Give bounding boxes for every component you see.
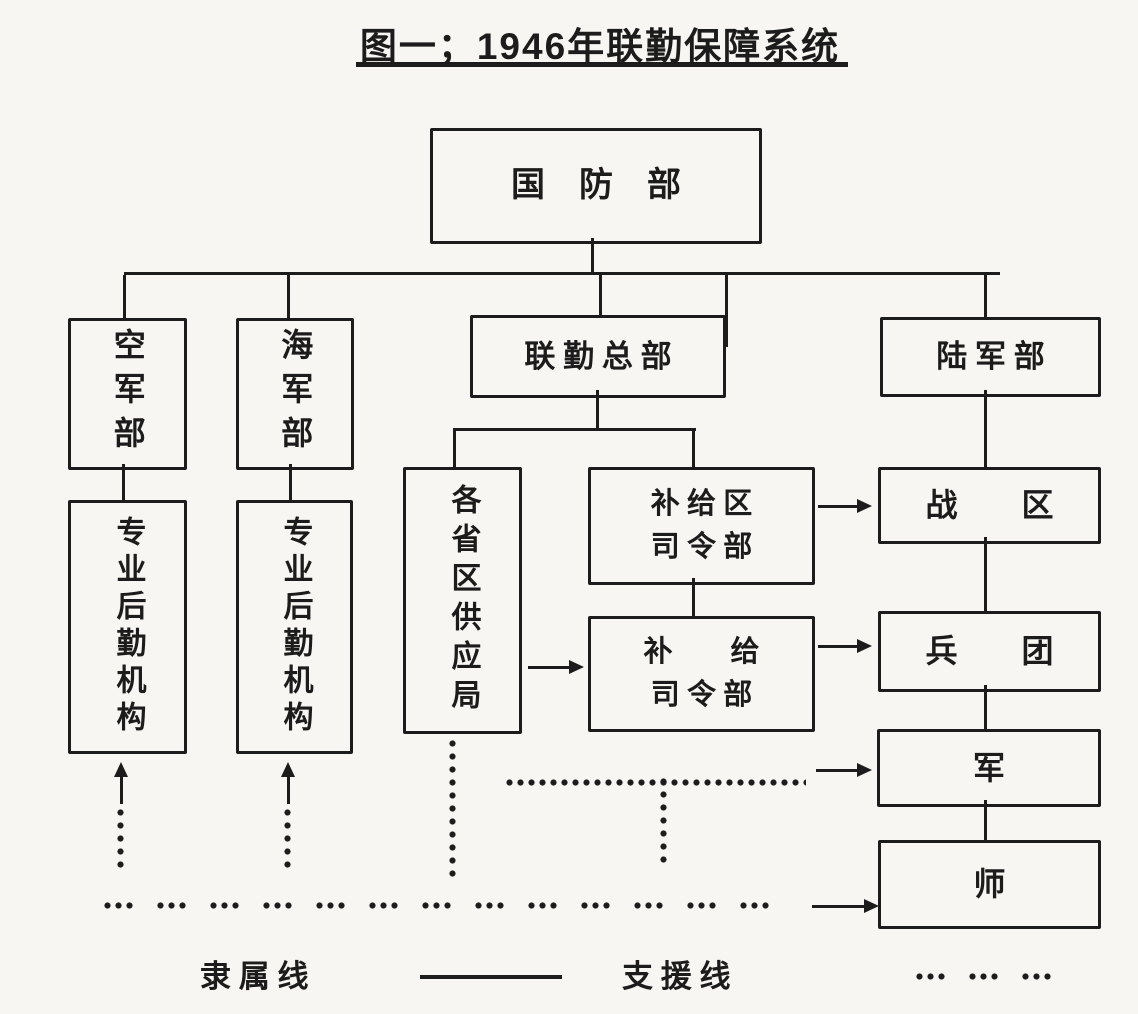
box-corps: 军 [877,729,1101,807]
support-line-to-corps [504,779,806,786]
box-label: 专业后勤机构 [278,516,312,738]
box-label: 陆 军 部 [936,339,1045,375]
dot-group [632,902,664,909]
connector-armygroup-corps [984,685,987,730]
support-dots-airforce [117,806,124,872]
box-label: 军 [972,749,1005,786]
dot-group [967,973,999,980]
connector-theater-armygroup [984,537,987,612]
dot-group [914,973,946,980]
connector-drop-army [984,275,987,320]
title-underline [356,62,848,67]
support-dots-navy [284,806,291,872]
box-army-dept: 陆 军 部 [880,317,1101,397]
box-supply-region-command: 补 给 区 司 令 部 [588,467,815,585]
box-label: 联 勤 总 部 [524,338,672,374]
box-label-line2: 司 令 部 [650,531,753,563]
connector-drop-jointlogistics-right [725,275,728,347]
box-supply-command: 补 给 司 令 部 [588,616,815,732]
arrow-support-up-airforce [114,762,128,804]
connector-airforce-logistics [122,464,125,502]
connector-defense-down [591,238,594,274]
box-air-force-logistics-org: 专业后勤机构 [68,500,187,754]
box-joint-logistics-hq: 联 勤 总 部 [470,315,726,398]
dot-group [1020,973,1052,980]
connector-navy-logistics [289,464,292,502]
dot-group [473,902,505,909]
arrow-provincial-to-supply [528,660,584,674]
box-navy-dept: 海军部 [236,318,354,470]
connector-drop-jointlogistics [599,275,602,317]
dot-group [685,902,717,909]
support-dots-provincial-down [449,737,456,877]
dot-group [367,902,399,909]
box-label: 各省区供应局 [446,483,480,718]
arrow-supply-region-to-theater [818,499,872,513]
dot-group [102,902,134,909]
support-dots-branch-down [660,775,667,869]
box-army-group: 兵 团 [878,611,1101,692]
box-defense-ministry: 国 防 部 [430,128,762,244]
dot-group [526,902,558,909]
support-line-bottom [102,902,770,909]
legend-solid-line-sample [420,975,562,979]
connector-corps-division [984,800,987,841]
chart-title: 图一；1946年联勤保障系统 [359,26,841,67]
connector-drop-navy [287,275,290,320]
connector-drop-provincial [453,430,456,468]
dot-group [738,902,770,909]
box-label-line2: 司 令 部 [650,679,753,711]
box-label: 国 防 部 [511,166,681,204]
legend-support-label: 支 援 线 [622,959,731,994]
arrow-support-to-division [812,899,879,913]
legend-subordination-label: 隶 属 线 [200,959,309,994]
connector-supply-region-down [692,578,695,618]
connector-army-theater [984,390,987,468]
connector-drop-supply-region [692,430,695,468]
box-air-force-dept: 空军部 [68,318,187,470]
connector-level2-bus [124,272,1000,275]
dot-group [314,902,346,909]
arrow-supply-to-armygroup [818,639,872,653]
box-label-line1: 补 给 区 [650,487,753,520]
box-label: 专业后勤机构 [111,516,145,738]
arrow-support-to-corps [816,763,872,777]
box-label: 师 [973,866,1006,903]
connector-jlh-down [596,390,599,431]
box-label: 海军部 [277,328,314,460]
box-theater: 战 区 [878,467,1101,544]
arrow-support-up-navy [281,762,295,804]
box-label-line1: 补 给 [643,635,760,668]
box-label: 战 区 [925,487,1054,524]
box-provincial-supply-bureaus: 各省区供应局 [403,467,522,734]
dot-group [155,902,187,909]
box-label: 空军部 [109,328,146,460]
box-label: 兵 团 [925,633,1054,670]
dot-group [208,902,240,909]
dot-group [420,902,452,909]
dot-group [261,902,293,909]
connector-drop-airforce [123,275,126,320]
connector-jlh-bus [453,428,696,431]
dot-group [579,902,611,909]
box-navy-logistics-org: 专业后勤机构 [236,500,353,754]
box-division: 师 [878,840,1101,929]
legend-dotted-line-sample [914,973,1052,980]
